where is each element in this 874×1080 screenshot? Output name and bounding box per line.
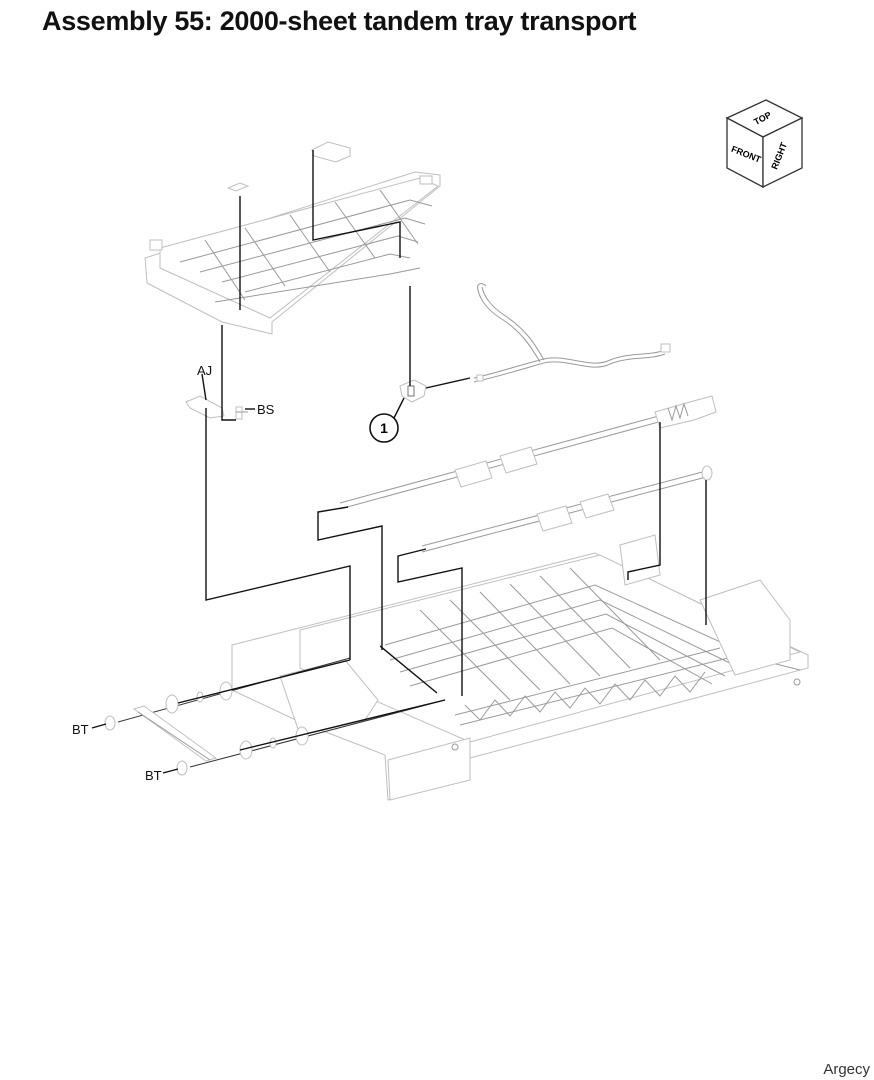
aj-bracket <box>185 395 225 419</box>
lower-gear-train <box>176 699 446 776</box>
bs-screw <box>235 406 248 420</box>
drive-belt <box>132 705 218 762</box>
sensor-1 <box>399 379 427 403</box>
upper-guide-cover <box>144 171 441 335</box>
orientation-cube: TOP FRONT RIGHT <box>725 99 804 189</box>
upper-roller-shaft <box>339 395 717 510</box>
transport-base-frame <box>231 534 809 801</box>
sensor-harness <box>473 283 671 383</box>
callout-1-number: 1 <box>380 420 388 436</box>
ref-label-aj: AJ <box>197 363 212 378</box>
ref-label-bs: BS <box>257 402 275 417</box>
small-tab <box>226 182 250 192</box>
top-clip <box>311 141 351 163</box>
callout-1[interactable]: 1 <box>369 397 405 443</box>
leader-lines <box>91 150 707 774</box>
ref-label-bt-upper: BT <box>72 722 89 737</box>
watermark: Argecy <box>823 1061 870 1078</box>
lower-roller-shaft <box>421 465 713 553</box>
ref-label-bt-lower: BT <box>145 768 162 783</box>
page-title: Assembly 55: 2000-sheet tandem tray tran… <box>42 6 637 36</box>
